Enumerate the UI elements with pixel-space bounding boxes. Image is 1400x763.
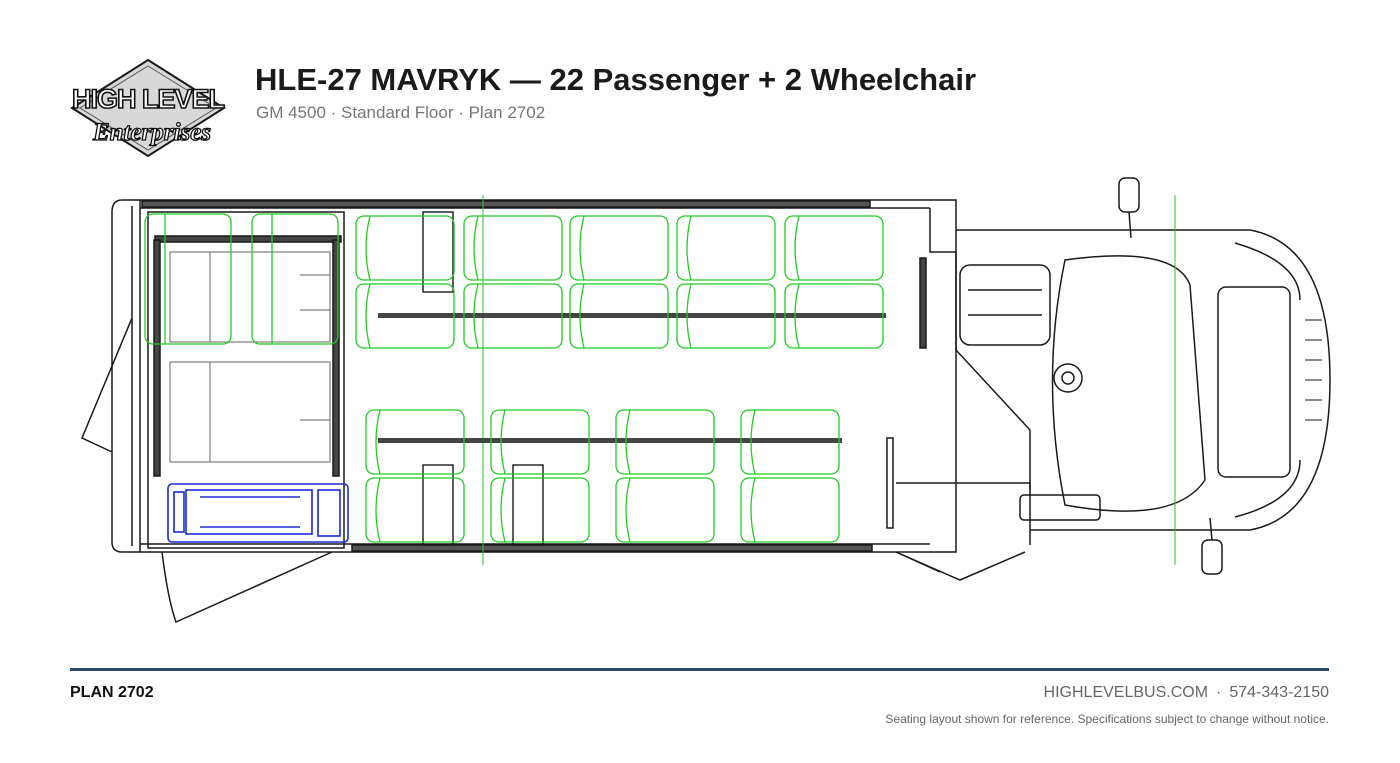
passenger-seat xyxy=(490,409,590,475)
footer-contact: HIGHLEVELBUS.COM · 574-343-2150 xyxy=(1044,684,1329,702)
bus-floor-plan xyxy=(81,177,1331,624)
passenger-seat xyxy=(740,477,840,543)
passenger-seat xyxy=(355,283,455,349)
footer-plan-label: PLAN 2702 xyxy=(70,684,154,701)
passenger-seat xyxy=(365,477,465,543)
passenger-seat xyxy=(463,215,563,281)
passenger-seat xyxy=(676,283,776,349)
passenger-seat xyxy=(355,215,455,281)
passenger-seat xyxy=(490,477,590,543)
passenger-seat xyxy=(784,215,884,281)
page-title: HLE-27 MAVRYK — 22 Passenger + 2 Wheelch… xyxy=(255,62,977,97)
passenger-seat xyxy=(365,409,465,475)
logo-script: Enterprises xyxy=(92,119,211,146)
wheelchair-flip-seat xyxy=(251,213,339,345)
passenger-seat xyxy=(676,215,776,281)
passenger-seat xyxy=(615,409,715,475)
wheelchair-lift xyxy=(167,483,349,543)
website-link[interactable]: HIGHLEVELBUS.COM xyxy=(1043,684,1209,701)
bus-body-outline xyxy=(81,177,1331,624)
footer-disclaimer: Seating layout shown for reference. Spec… xyxy=(885,712,1329,726)
passenger-seating xyxy=(144,213,884,543)
passenger-seat xyxy=(784,283,884,349)
passenger-seat xyxy=(615,477,715,543)
passenger-seat xyxy=(463,283,563,349)
wheelchair-flip-seat xyxy=(144,213,232,345)
footer-separator: · xyxy=(1216,684,1222,701)
phone-number[interactable]: 574-343-2150 xyxy=(1229,684,1329,701)
high-level-enterprises-logo: HIGH LEVEL Enterprises xyxy=(70,58,226,158)
passenger-seat xyxy=(740,409,840,475)
page-subtitle: GM 4500 · Standard Floor · Plan 2702 xyxy=(256,103,546,122)
passenger-seat xyxy=(569,283,669,349)
logo-wordmark: HIGH LEVEL xyxy=(72,84,225,114)
footer-divider xyxy=(70,668,1329,671)
passenger-seat xyxy=(569,215,669,281)
